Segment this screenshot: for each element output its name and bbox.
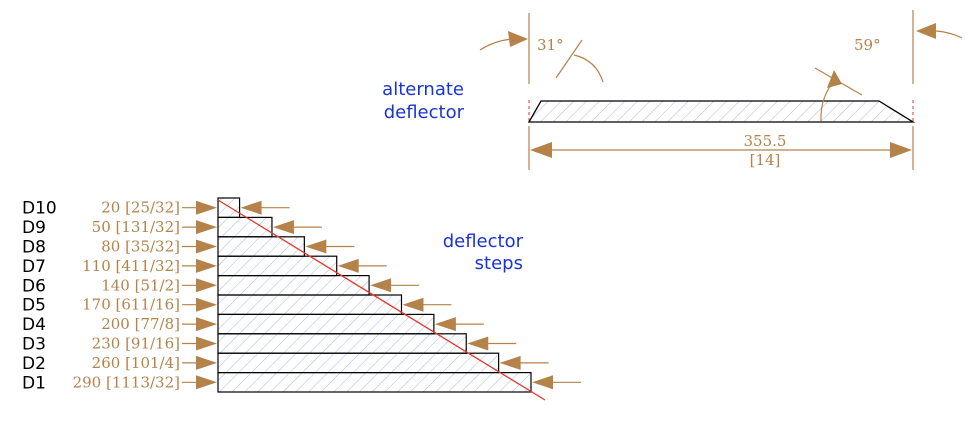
step-dimension-d6: 140 [51/2] xyxy=(101,276,180,294)
length-arrowhead-left xyxy=(530,142,552,158)
step-bar-d2 xyxy=(217,352,500,374)
step-right-arrowhead-d9 xyxy=(272,220,294,235)
step-label-d3: D3 xyxy=(22,335,46,355)
step-label-d8: D8 xyxy=(22,238,46,258)
step-bar-d10 xyxy=(217,197,241,218)
step-label-d6: D6 xyxy=(22,276,46,296)
alternate-deflector-shape xyxy=(527,100,916,123)
step-left-arrowhead-d6 xyxy=(196,278,217,293)
length-mm-label: 355.5 xyxy=(744,132,787,150)
step-bar-d1 xyxy=(217,372,532,393)
step-right-arrowhead-d6 xyxy=(370,278,392,293)
step-left-arrowhead-d5 xyxy=(196,297,217,312)
angle-right-arc-arrowhead xyxy=(827,70,842,88)
step-left-arrowhead-d1 xyxy=(196,375,217,390)
angle-left-label: 31° xyxy=(537,36,564,54)
step-bar-d4 xyxy=(217,313,435,335)
step-right-arrowhead-d1 xyxy=(532,375,553,390)
deflector-steps-title-line2: steps xyxy=(475,253,523,274)
step-left-arrowhead-d8 xyxy=(196,239,217,254)
angle-left-arrowhead xyxy=(508,31,528,47)
step-right-arrowhead-d7 xyxy=(337,258,359,273)
alternate-deflector-title-line2: deflector xyxy=(384,102,465,123)
length-arrowhead-right xyxy=(890,142,912,158)
step-label-d4: D4 xyxy=(22,315,46,335)
step-right-arrowhead-d10 xyxy=(240,200,262,215)
step-dimension-d8: 80 [35/32] xyxy=(101,238,180,256)
step-dimension-d9: 50 [131/32] xyxy=(92,218,180,236)
step-right-arrowhead-d3 xyxy=(467,336,489,351)
step-label-d10: D10 xyxy=(22,199,57,219)
step-bar-d7 xyxy=(217,255,338,277)
step-dimension-d10: 20 [25/32] xyxy=(101,199,180,217)
deflector-steps-title-line1: deflector xyxy=(443,231,524,252)
step-dimension-d1: 290 [1113/32] xyxy=(73,373,180,391)
step-left-arrowhead-d7 xyxy=(196,258,217,273)
deflector-steps-group: deflector steps D10 20 [25/32] D9 50 [131/3… xyxy=(22,197,581,401)
step-dimension-d7: 110 [411/32] xyxy=(82,257,180,275)
step-left-arrowhead-d4 xyxy=(196,317,217,332)
angle-right-label: 59° xyxy=(854,36,881,54)
step-dimension-d2: 260 [101/4] xyxy=(92,354,180,372)
angle-right-arrowhead xyxy=(916,23,936,39)
step-dimension-d3: 230 [91/16] xyxy=(92,335,180,353)
step-right-arrowhead-d5 xyxy=(402,297,424,312)
step-label-d2: D2 xyxy=(22,354,46,374)
angle-left-ray xyxy=(555,39,583,79)
step-bar-d8 xyxy=(217,236,305,257)
step-right-arrowhead-d4 xyxy=(434,317,456,332)
step-label-d9: D9 xyxy=(22,218,46,238)
step-dimension-d5: 170 [611/16] xyxy=(82,296,180,314)
alternate-deflector-group: alternate deflector 31° 59° 355.5 [14] xyxy=(382,10,963,170)
step-guide-line xyxy=(217,199,546,401)
step-bar-d3 xyxy=(217,333,467,354)
step-bar-d9 xyxy=(217,216,273,238)
step-right-arrowhead-d8 xyxy=(305,239,327,254)
step-label-d7: D7 xyxy=(22,257,46,277)
steps-layer: D10 20 [25/32] D9 50 [131/32] D8 80 [35/32] D7… xyxy=(22,197,581,401)
step-dimension-d4: 200 [77/8] xyxy=(101,315,180,333)
step-left-arrowhead-d10 xyxy=(196,200,217,215)
step-left-arrowhead-d2 xyxy=(196,355,217,370)
angle-left-arc xyxy=(573,54,604,83)
step-label-d5: D5 xyxy=(22,296,46,316)
step-left-arrowhead-d3 xyxy=(196,336,217,351)
step-bar-d5 xyxy=(217,294,403,315)
alternate-deflector-title-line1: alternate xyxy=(382,79,464,100)
length-inch-label: [14] xyxy=(750,151,781,169)
step-label-d1: D1 xyxy=(22,373,46,393)
step-left-arrowhead-d9 xyxy=(196,220,217,235)
step-right-arrowhead-d2 xyxy=(499,355,521,370)
